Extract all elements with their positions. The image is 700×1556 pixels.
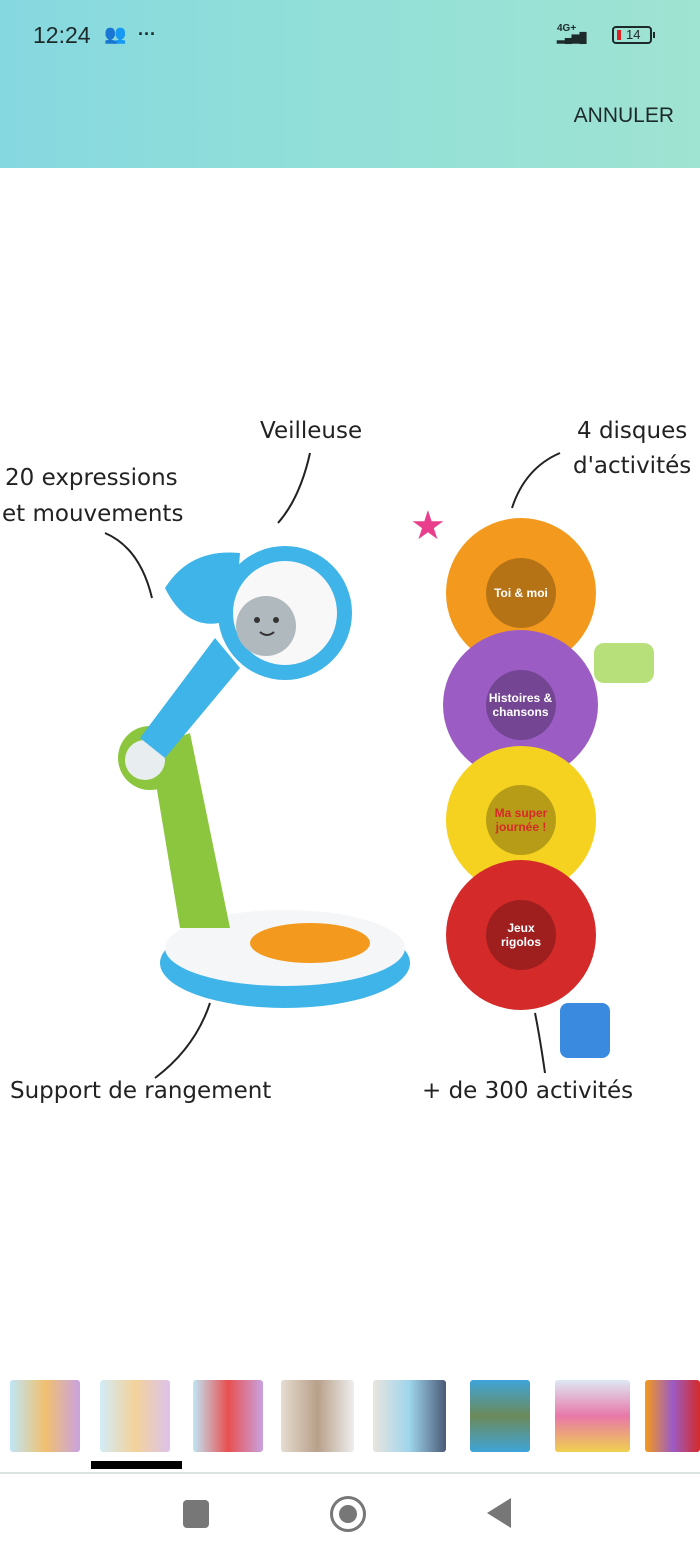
label-activities: + de 300 activités bbox=[422, 1078, 634, 1104]
disk-label: Ma super journée ! bbox=[486, 785, 556, 855]
thumbnail-5[interactable] bbox=[373, 1380, 446, 1452]
thumbnail-1[interactable] bbox=[10, 1380, 80, 1452]
status-time: 12:24 bbox=[33, 22, 91, 48]
thumbnail-3[interactable] bbox=[193, 1380, 263, 1452]
thumbnail-4[interactable] bbox=[281, 1380, 354, 1452]
toothpaste-character-icon bbox=[560, 1003, 610, 1058]
cancel-button[interactable]: ANNULER bbox=[573, 104, 674, 127]
recents-button[interactable] bbox=[183, 1500, 209, 1528]
thumbnail-8[interactable] bbox=[645, 1380, 700, 1452]
home-icon bbox=[339, 1505, 357, 1523]
selected-thumbnail-indicator bbox=[91, 1461, 182, 1469]
back-button[interactable] bbox=[487, 1498, 511, 1528]
disk-label: Toi & moi bbox=[486, 558, 556, 628]
thumbnail-7[interactable] bbox=[555, 1380, 630, 1452]
disk-label: Histoires & chansons bbox=[485, 670, 556, 740]
label-storage: Support de rangement bbox=[10, 1078, 272, 1104]
product-image[interactable]: Veilleuse 20 expressions et mouvements 4… bbox=[0, 168, 700, 1368]
battery-icon: 14 bbox=[612, 26, 655, 44]
label-nightlight: Veilleuse bbox=[260, 418, 363, 444]
thumbnail-6[interactable] bbox=[470, 1380, 530, 1452]
more-icon: ··· bbox=[138, 24, 156, 44]
label-disks-2: d'activités bbox=[573, 453, 692, 479]
app-header: 12:24 👥 ··· 4G+▂▄▆█ 14 ANNULER bbox=[0, 0, 700, 168]
network-type: 4G+ bbox=[557, 23, 577, 34]
star-character-icon: ★ bbox=[410, 504, 446, 548]
group-icon: 👥 bbox=[104, 24, 127, 44]
thumbnail-2[interactable] bbox=[100, 1380, 170, 1452]
disk-jeux-rigolos: Jeux rigolos bbox=[446, 860, 596, 1010]
lamp-illustration bbox=[104, 452, 561, 1079]
battery-level: 14 bbox=[626, 27, 641, 42]
pillow-character-icon bbox=[594, 643, 654, 683]
label-expressions-2: et mouvements bbox=[2, 501, 184, 527]
home-button[interactable] bbox=[330, 1496, 366, 1532]
disk-ma-super-journee: Ma super journée ! bbox=[446, 746, 596, 894]
disk-label: Jeux rigolos bbox=[486, 900, 556, 970]
label-expressions-1: 20 expressions bbox=[5, 465, 178, 491]
divider bbox=[0, 1472, 700, 1474]
disk-histoires-chansons: Histoires & chansons bbox=[443, 630, 598, 780]
label-disks-1: 4 disques bbox=[577, 418, 688, 444]
signal-icon: 4G+▂▄▆█ bbox=[557, 23, 587, 44]
